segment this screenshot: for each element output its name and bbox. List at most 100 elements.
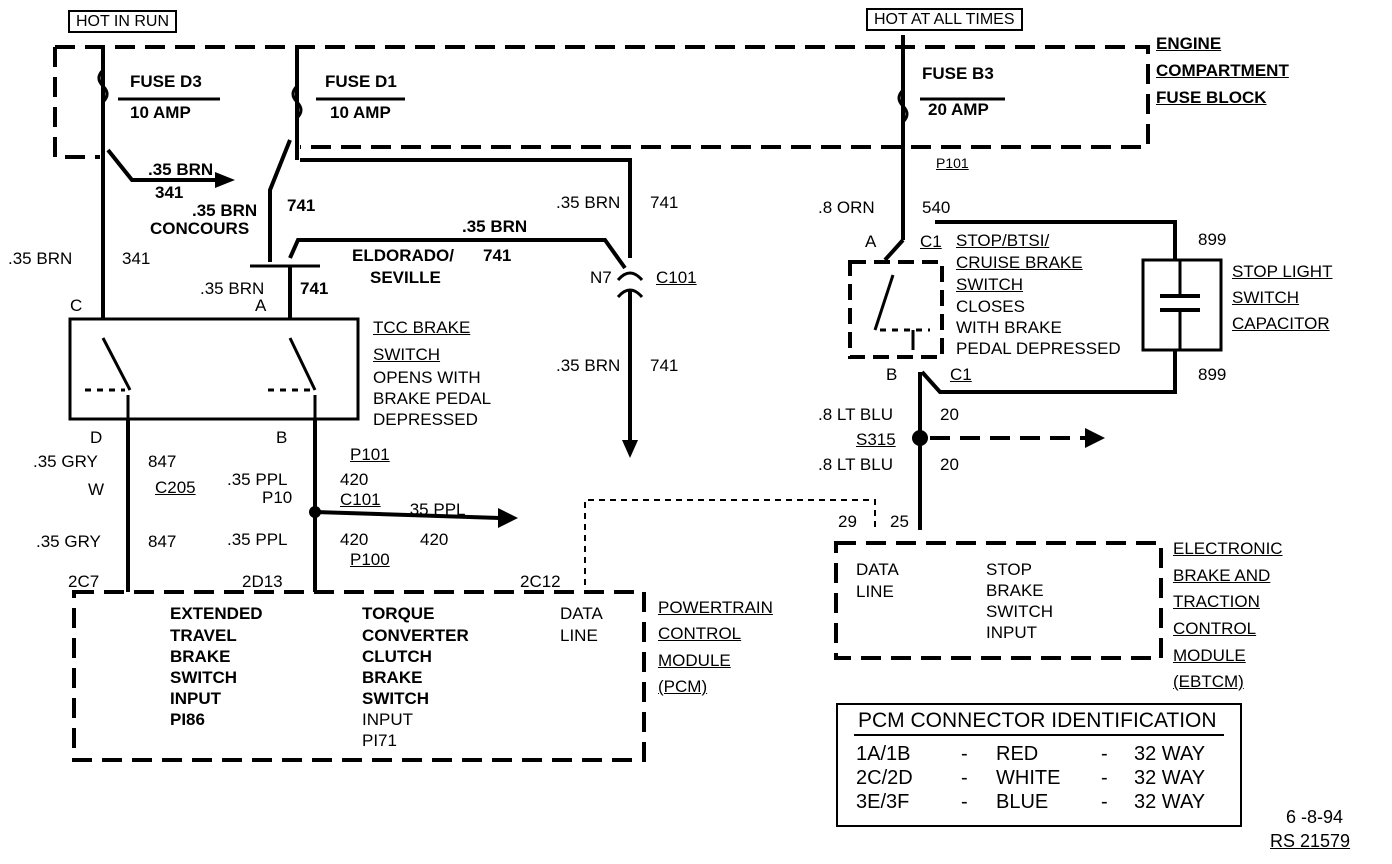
ebtcm-outline: [834, 541, 1163, 660]
hot-in-run-label: HOT IN RUN: [68, 10, 178, 33]
stop-switch-outline: [848, 260, 944, 359]
pcm-input-1: BRAKE: [170, 647, 231, 666]
wire-label: .35 BRN: [200, 279, 265, 298]
stop-desc-2: WITH BRAKE: [956, 318, 1062, 337]
pcm-input-2: PI71: [362, 731, 397, 750]
wire-label: .35 GRY: [33, 452, 98, 471]
ebtcm-label-2: BRAKE AND: [1173, 566, 1271, 585]
table-cell-dash: -: [1101, 791, 1108, 813]
wire-label: .35 PPL: [405, 500, 466, 519]
connector-pin: B: [886, 365, 898, 384]
pcm-input-2: SWITCH: [362, 689, 430, 708]
tcc-title-1: TCC BRAKE: [373, 318, 471, 337]
ebtcm-input: STOP: [986, 560, 1032, 579]
wire-label: 420: [340, 470, 369, 489]
fuse-block-label-2: COMPARTMENT: [1156, 61, 1289, 80]
arrow-741-down: [622, 440, 638, 458]
connector-pin: 2D13: [242, 572, 283, 591]
footer-ref: RS 21579: [1270, 831, 1351, 851]
wire-label: 741: [650, 193, 679, 212]
splice-s315: [912, 430, 928, 446]
wire-label: 540: [922, 198, 951, 217]
connector-pin: 2C12: [520, 572, 561, 591]
table-row: 1A/1B - RED - 32 WAY: [856, 743, 1226, 767]
table-cell-dash: -: [961, 791, 968, 813]
wire-label: .35 GRY: [36, 532, 101, 551]
connector-pin: D: [90, 428, 103, 447]
fuse-block-outline: [53, 45, 1150, 159]
connector-pin: N7: [590, 268, 612, 287]
wire-label: .35 PPL: [227, 470, 288, 489]
wire-label: .35 BRN: [8, 249, 73, 268]
table-rule: [854, 734, 1224, 736]
table-cell-color: RED: [996, 743, 1039, 765]
capacitor-label-1: STOP LIGHT: [1232, 262, 1333, 281]
wire-label: 741: [287, 196, 316, 215]
data-line-dashed: [584, 499, 876, 585]
connector-id: C1: [950, 365, 972, 384]
table-cell-id: 1A/1B: [856, 743, 911, 765]
ebtcm-label-5: MODULE: [1173, 646, 1246, 665]
wire-label: 20: [940, 455, 959, 474]
wire-label: 420: [420, 530, 449, 549]
wire-label: .8 ORN: [818, 198, 875, 217]
connector-pin: P10: [262, 488, 293, 507]
connector-pin: 2C7: [68, 572, 100, 591]
fuse-b3-rating: 20 AMP: [928, 100, 989, 119]
table-cell-id: 2C/2D: [856, 767, 913, 789]
fuse-block-label-3: FUSE BLOCK: [1156, 88, 1267, 107]
wire-label: 847: [148, 452, 177, 471]
table-cell-dash: -: [1101, 743, 1108, 765]
table-row: 2C/2D - WHITE - 32 WAY: [856, 767, 1226, 791]
connector-id: P100: [350, 550, 390, 569]
wire-label: .35 BRN: [556, 193, 621, 212]
connector-pin: B: [276, 428, 288, 447]
pcm-input-2: TORQUE: [362, 604, 435, 623]
wire-label: .35 BRN: [148, 160, 214, 179]
wire-741-main: [300, 158, 632, 258]
splice-id: S315: [856, 430, 896, 449]
stop-desc-1: CLOSES: [956, 297, 1025, 316]
ebtcm-data-line: DATA: [856, 560, 899, 579]
fuse-d3-symbol: [97, 68, 109, 104]
connector-pin: A: [865, 232, 877, 251]
stop-desc-3: PEDAL DEPRESSED: [956, 339, 1121, 358]
table-cell-dash: -: [1101, 767, 1108, 789]
fuse-d3-name: FUSE D3: [130, 72, 202, 91]
ebtcm-input: SWITCH: [986, 602, 1054, 621]
connector-pin: W: [88, 480, 105, 499]
pcm-data-line: LINE: [560, 626, 598, 645]
wire-label: 899: [1198, 230, 1227, 249]
arrow-420: [498, 508, 518, 528]
connector-id: C205: [155, 478, 196, 497]
wire-label: .8 LT BLU: [818, 455, 893, 474]
wire-label: CONCOURS: [150, 219, 250, 238]
pcm-label-3: MODULE: [658, 651, 731, 670]
connector-id: C101: [340, 490, 381, 509]
wire-label: 341: [122, 249, 151, 268]
footer-date: 6 -8-94: [1286, 807, 1344, 827]
table-cell-color: WHITE: [996, 767, 1061, 789]
pcm-input-1: PI86: [170, 710, 205, 729]
wire-label: .35 PPL: [227, 530, 288, 549]
fuse-d3-rating: 10 AMP: [130, 103, 191, 122]
ebtcm-label-6: (EBTCM): [1173, 672, 1244, 691]
table-cell-dash: -: [961, 767, 968, 789]
table-cell-dash: -: [961, 743, 968, 765]
connector-id: C101: [656, 268, 697, 287]
eldorado-label: ELDORADO/: [352, 246, 454, 265]
table-title: PCM CONNECTOR IDENTIFICATION: [858, 709, 1217, 732]
wire-label: 741: [650, 356, 679, 375]
stop-title-2: CRUISE BRAKE: [956, 253, 1083, 272]
table-row: 3E/3F - BLUE - 32 WAY: [856, 791, 1226, 815]
wire-label: 847: [148, 532, 177, 551]
table-cell-size: 32 WAY: [1134, 767, 1206, 789]
pcm-input-2: BRAKE: [362, 668, 423, 687]
pcm-input-1: SWITCH: [170, 668, 238, 687]
pcm-input-1: TRAVEL: [170, 626, 237, 645]
tcc-desc-3: DEPRESSED: [373, 410, 478, 429]
wire-label: .35 BRN: [192, 201, 258, 220]
tcc-desc-1: OPENS WITH: [373, 368, 481, 387]
wire-label: 341: [155, 183, 184, 202]
fuse-b3-name: FUSE B3: [922, 64, 994, 83]
